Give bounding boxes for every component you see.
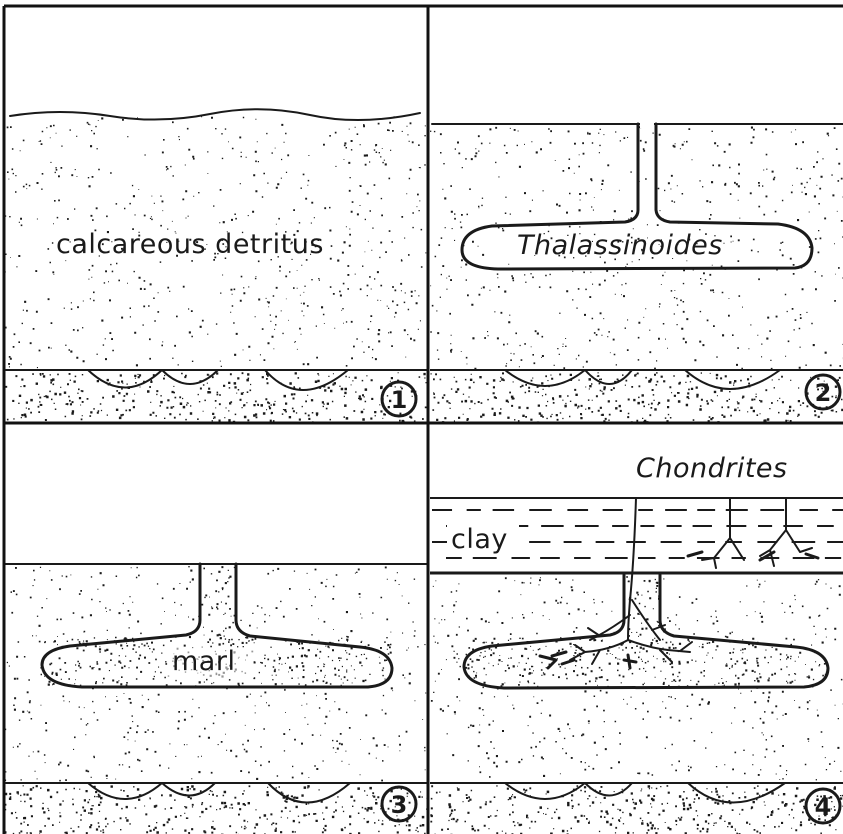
burrow-fill-label: marl — [172, 646, 235, 677]
panel-3: marl 3 — [4, 564, 429, 834]
marl-bed — [430, 370, 843, 424]
water-column — [4, 6, 427, 114]
trace-fossil-label: Chondrites — [636, 453, 788, 484]
marl-bed — [5, 370, 427, 424]
panel-number: 4 — [815, 793, 832, 821]
marl-bed — [4, 783, 428, 834]
panel-number: 1 — [391, 386, 408, 414]
burrow-label: Thalassinoides — [517, 230, 723, 261]
clay-label: clay — [451, 524, 508, 555]
panel-number-badge: 3 — [382, 787, 416, 821]
panel-2: Thalassinoides 2 — [430, 120, 843, 424]
panel-4: clay Chondrites 4 — [430, 453, 843, 834]
panel-number-badge: 2 — [806, 375, 840, 409]
panel-number-badge: 1 — [382, 382, 416, 416]
burrow-fill-scour — [265, 370, 348, 390]
burrow-fill-scour — [88, 370, 218, 388]
panel-number: 2 — [815, 379, 832, 407]
panel-number-badge: 4 — [806, 789, 840, 823]
panel-number: 3 — [391, 791, 408, 819]
panel-label: calcareous detritus — [56, 229, 324, 260]
panel-frame — [4, 6, 843, 834]
marl-bed — [430, 783, 843, 834]
panel-1: calcareous detritus 1 — [4, 6, 427, 424]
chondrites-burrows — [540, 498, 818, 668]
